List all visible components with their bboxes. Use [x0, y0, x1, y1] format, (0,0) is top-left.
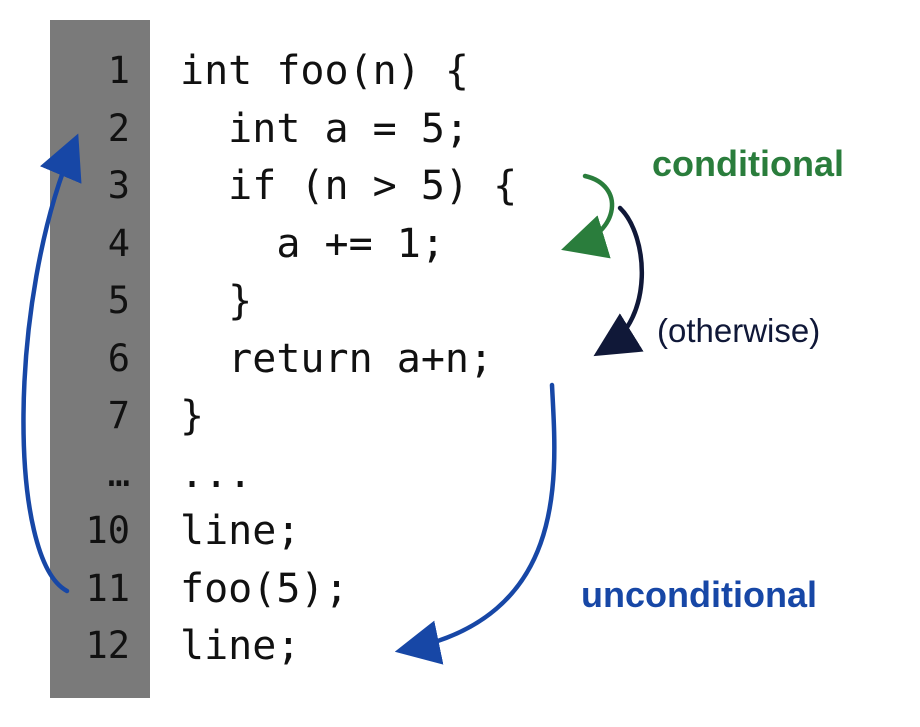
line-numbers: 1 2 3 4 5 6 7 … 10 11 12 — [85, 49, 130, 667]
line-number-gutter — [50, 20, 150, 698]
code-line: line; — [180, 623, 300, 669]
code-line: int foo(n) { — [180, 48, 469, 94]
line-number: 12 — [85, 624, 130, 667]
otherwise-arrow — [593, 205, 644, 357]
code-line: foo(5); — [180, 566, 349, 612]
otherwise-label: (otherwise) — [657, 312, 820, 349]
line-number: 11 — [85, 567, 130, 610]
line-number: 2 — [108, 107, 130, 150]
code-line: a += 1; — [180, 221, 445, 267]
conditional-label: conditional — [652, 143, 844, 184]
line-number: 6 — [108, 337, 130, 380]
code-line: } — [180, 278, 252, 324]
line-number: 10 — [85, 509, 130, 552]
code-line: if (n > 5) { — [180, 163, 517, 209]
unconditional-label: unconditional — [581, 574, 817, 615]
code-line: line; — [180, 508, 300, 554]
line-number: 1 — [108, 49, 130, 92]
line-number: … — [108, 452, 130, 495]
line-number: 5 — [108, 279, 130, 322]
line-number: 7 — [108, 394, 130, 437]
code-block: int foo(n) { int a = 5; if (n > 5) { a +… — [180, 48, 517, 669]
code-line: return a+n; — [180, 336, 493, 382]
code-line: ... — [180, 451, 252, 497]
line-number: 3 — [108, 164, 130, 207]
line-number: 4 — [108, 222, 130, 265]
return-unconditional-arrow — [394, 382, 557, 665]
code-line: } — [180, 393, 204, 439]
conditional-arrow — [561, 173, 615, 259]
code-line: int a = 5; — [180, 106, 469, 152]
call-unconditional-arrow — [21, 133, 82, 594]
